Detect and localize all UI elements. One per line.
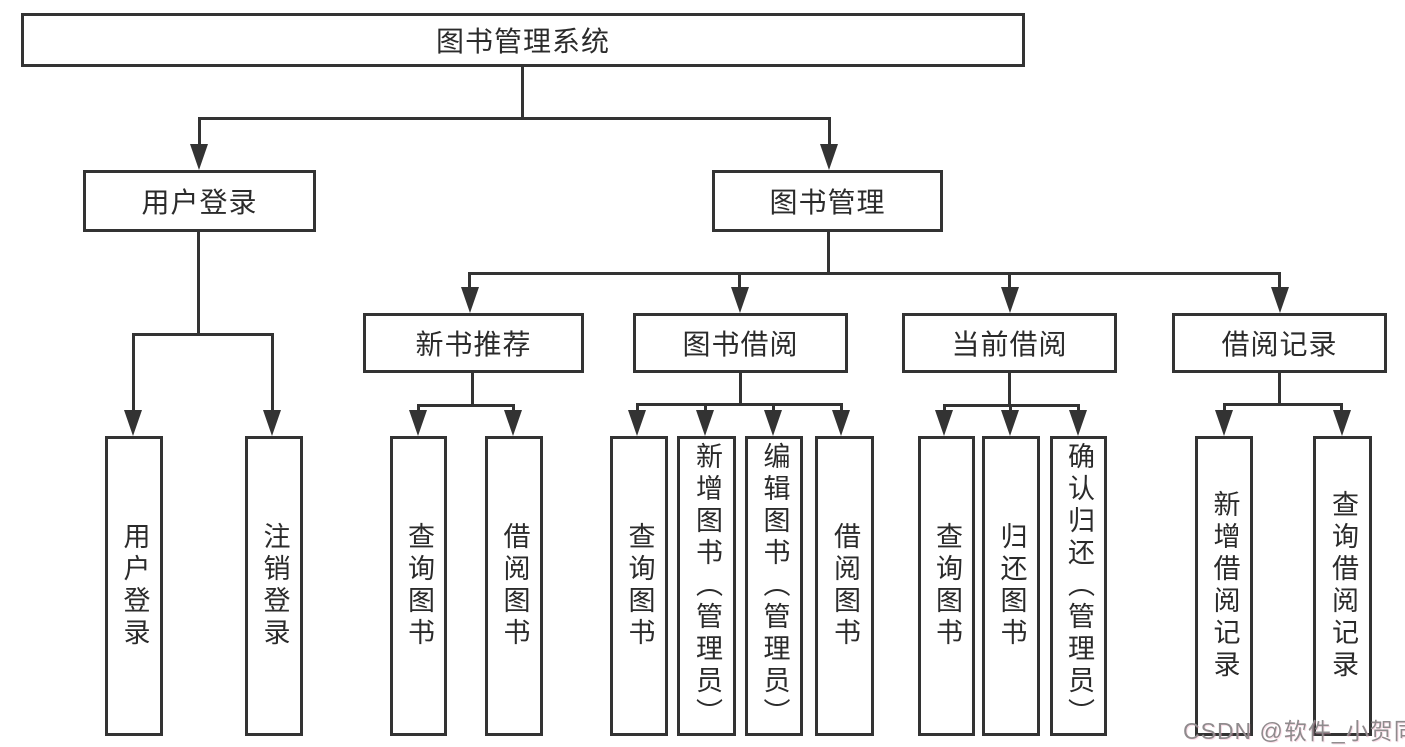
leaf-records-add-record: 新增借阅记录 — [1195, 436, 1253, 736]
node-user-login-label: 用户登录 — [141, 187, 258, 218]
arrow-down-icon — [731, 287, 749, 313]
node-user-login: 用户登录 — [83, 170, 316, 232]
leaf-current-return-books-label: 归还图书 — [996, 522, 1027, 650]
node-borrow-records: 借阅记录 — [1172, 313, 1387, 373]
arrow-down-icon — [1001, 410, 1019, 436]
leaf-logout-label: 注销登录 — [259, 522, 290, 650]
csdn-watermark: CSDN @软件_小贺同学 — [1183, 718, 1405, 744]
leaf-borrow-add-books-admin: 新增图书（管理员） — [677, 436, 736, 736]
connector-line — [738, 272, 741, 292]
connector-line — [197, 232, 200, 336]
node-root: 图书管理系统 — [21, 13, 1025, 67]
arrow-down-icon — [190, 144, 208, 170]
connector-line — [840, 403, 843, 415]
arrow-down-icon — [764, 410, 782, 436]
connector-line — [1008, 272, 1011, 292]
leaf-newrec-query-books: 查询图书 — [390, 436, 447, 736]
arrow-down-icon — [935, 410, 953, 436]
connector-line — [271, 333, 274, 415]
leaf-current-return-books: 归还图书 — [982, 436, 1040, 736]
connector-line — [1008, 373, 1011, 407]
arrow-down-icon — [820, 144, 838, 170]
node-book-management-label: 图书管理 — [769, 187, 886, 218]
connector-line — [521, 67, 524, 120]
leaf-user-login: 用户登录 — [105, 436, 163, 736]
connector-line — [198, 117, 831, 120]
leaf-borrow-borrow-books: 借阅图书 — [815, 436, 874, 736]
leaf-current-confirm-return-admin: 确认归还（管理员） — [1050, 436, 1107, 736]
connector-line — [1278, 373, 1281, 406]
node-new-book-recommend: 新书推荐 — [363, 313, 584, 373]
connector-line — [417, 404, 514, 407]
connector-line — [636, 403, 842, 406]
leaf-borrow-query-books-label: 查询图书 — [624, 522, 655, 650]
leaf-borrow-query-books: 查询图书 — [610, 436, 668, 736]
node-book-borrow: 图书借阅 — [633, 313, 848, 373]
connector-line — [739, 373, 742, 406]
leaf-current-confirm-return-admin-label: 确认归还（管理员） — [1064, 442, 1094, 730]
node-current-borrow-label: 当前借阅 — [951, 329, 1068, 360]
arrow-down-icon — [263, 410, 281, 436]
arrow-down-icon — [461, 287, 479, 313]
node-root-label: 图书管理系统 — [435, 26, 610, 57]
connector-line — [198, 117, 201, 149]
connector-line — [468, 272, 471, 292]
connector-line — [1278, 272, 1281, 292]
connector-line — [1223, 403, 1226, 415]
leaf-newrec-borrow-books-label: 借阅图书 — [499, 522, 530, 650]
connector-line — [772, 403, 775, 415]
node-new-book-recommend-label: 新书推荐 — [415, 329, 532, 360]
node-book-management: 图书管理 — [712, 170, 943, 232]
leaf-records-query-record-label: 查询借阅记录 — [1328, 490, 1358, 682]
leaf-newrec-query-books-label: 查询图书 — [404, 522, 434, 650]
leaf-newrec-borrow-books: 借阅图书 — [485, 436, 543, 736]
arrow-down-icon — [1069, 410, 1087, 436]
connector-line — [132, 333, 135, 415]
node-current-borrow: 当前借阅 — [902, 313, 1117, 373]
arrow-down-icon — [409, 410, 427, 436]
connector-line — [1340, 403, 1343, 415]
arrow-down-icon — [1333, 410, 1351, 436]
leaf-user-login-label: 用户登录 — [119, 522, 150, 650]
arrow-down-icon — [628, 410, 646, 436]
connector-line — [828, 117, 831, 149]
arrow-down-icon — [832, 410, 850, 436]
arrow-down-icon — [1215, 410, 1233, 436]
arrow-down-icon — [1271, 287, 1289, 313]
leaf-current-query-books: 查询图书 — [918, 436, 975, 736]
arrow-down-icon — [1001, 287, 1019, 313]
leaf-records-add-record-label: 新增借阅记录 — [1209, 490, 1240, 682]
leaf-current-query-books-label: 查询图书 — [932, 522, 962, 650]
connector-line — [468, 272, 1281, 275]
node-borrow-records-label: 借阅记录 — [1221, 329, 1338, 360]
leaf-records-query-record: 查询借阅记录 — [1313, 436, 1372, 736]
leaf-logout: 注销登录 — [245, 436, 303, 736]
node-book-borrow-label: 图书借阅 — [682, 329, 799, 360]
connector-line — [827, 232, 830, 275]
leaf-borrow-add-books-admin-label: 新增图书（管理员） — [692, 442, 722, 730]
connector-line — [471, 373, 474, 407]
connector-line — [636, 403, 639, 415]
leaf-borrow-edit-books-admin-label: 编辑图书（管理员） — [759, 442, 790, 730]
leaf-borrow-borrow-books-label: 借阅图书 — [830, 522, 860, 650]
arrow-down-icon — [124, 410, 142, 436]
connector-line — [704, 403, 707, 415]
connector-line — [132, 333, 273, 336]
arrow-down-icon — [504, 410, 522, 436]
arrow-down-icon — [696, 410, 714, 436]
connector-line — [1223, 403, 1343, 406]
leaf-borrow-edit-books-admin: 编辑图书（管理员） — [745, 436, 803, 736]
